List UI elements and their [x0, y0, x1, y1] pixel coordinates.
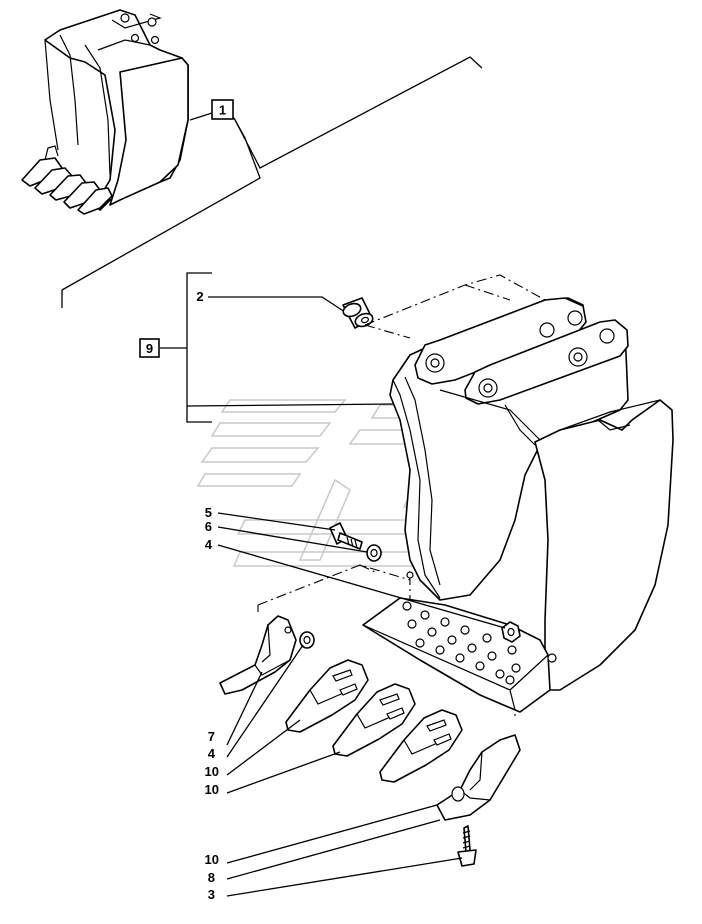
washer-part-6	[366, 544, 382, 562]
tooth-adapter-part-10-b	[332, 683, 416, 757]
callout-2: 2	[196, 289, 203, 304]
bolt-part-3	[457, 825, 477, 867]
leaders-5-6-4: 5 6 4	[205, 505, 506, 629]
nut-part-4	[501, 621, 521, 643]
callout-3: 3	[208, 887, 215, 902]
callout-4-upper: 4	[205, 537, 213, 552]
bolt-part-5	[329, 522, 363, 550]
corner-adapter-part-7	[219, 615, 297, 695]
callout-8: 8	[208, 870, 215, 885]
tooth-adapter-part-10-a	[285, 659, 369, 733]
callout-7: 7	[208, 729, 215, 744]
callout-1: 1	[219, 103, 226, 118]
callout-10-c: 10	[205, 852, 219, 867]
callout-10-a: 10	[205, 764, 219, 779]
callout-5: 5	[205, 505, 212, 520]
callout-9-bracket: 9 2	[139, 272, 396, 423]
leaders-lower: 7 4 10 10 10 8 3	[205, 644, 463, 902]
callout-10-b: 10	[205, 782, 219, 797]
main-bucket	[362, 297, 674, 713]
callout-9: 9	[146, 341, 153, 356]
bushing-part-2	[342, 297, 374, 329]
overview-bucket	[21, 9, 189, 215]
callout-4-lower: 4	[208, 746, 216, 761]
nut-part-4-lower	[299, 631, 315, 649]
corner-adapter-right	[436, 734, 521, 821]
tooth-adapter-part-10-c	[379, 709, 463, 783]
callout-6: 6	[205, 519, 212, 534]
callout-1-group: 1	[61, 56, 483, 308]
